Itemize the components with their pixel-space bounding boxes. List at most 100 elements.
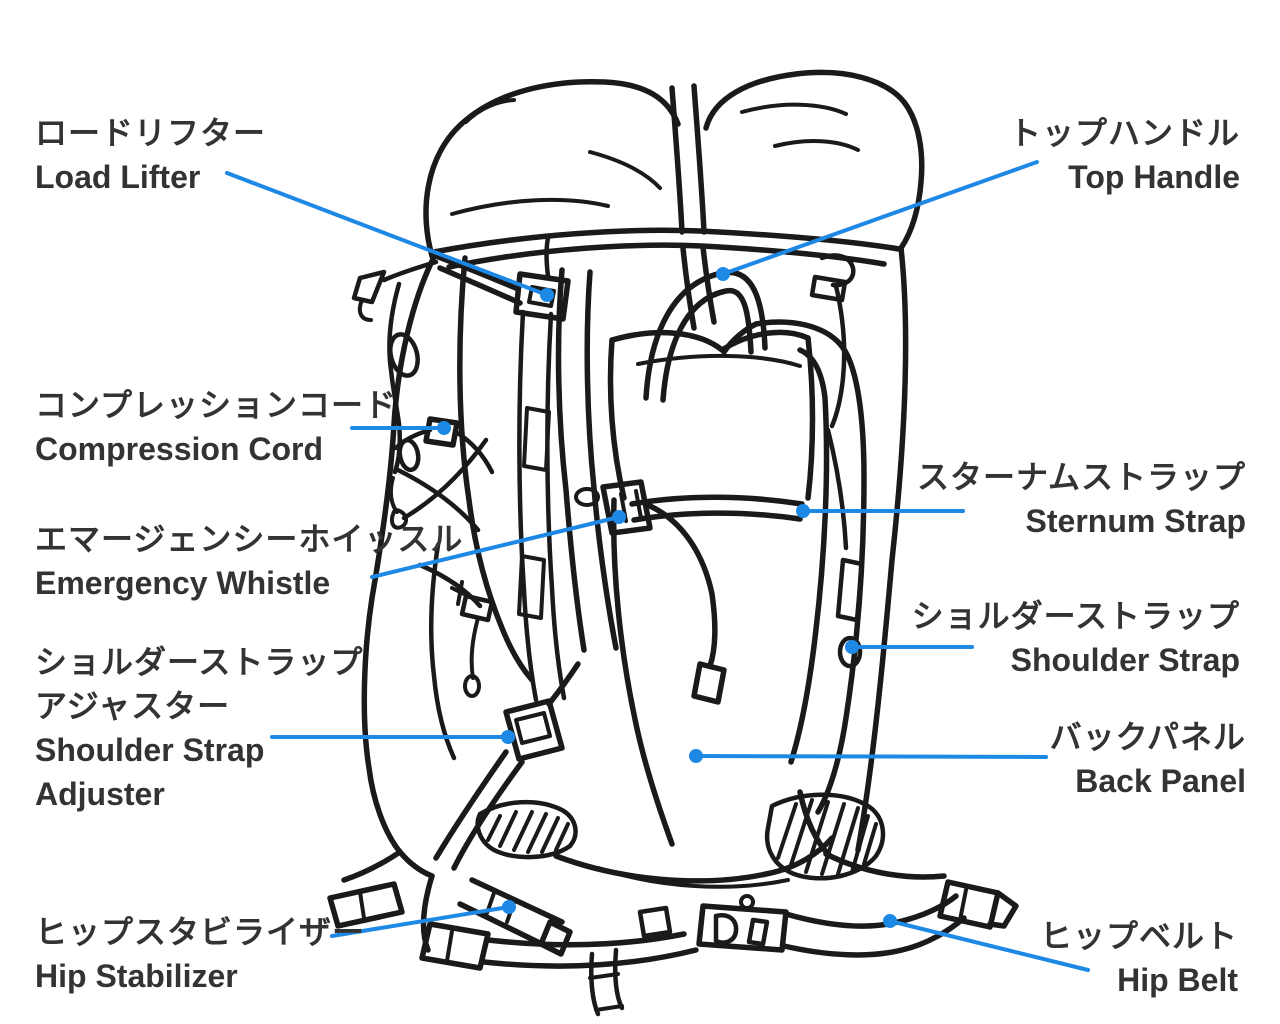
hip-left-cap bbox=[327, 881, 405, 929]
whistle-cord bbox=[647, 503, 718, 669]
leader-top-handle bbox=[721, 160, 1039, 276]
label-compression-cord: コンプレッションコード Compression Cord bbox=[35, 383, 397, 471]
lid-band-bottom bbox=[446, 242, 887, 270]
label-load-lifter-jp: ロードリフター bbox=[35, 115, 267, 151]
bottom-tail-b bbox=[613, 947, 625, 1011]
top-handle-arch-inner bbox=[660, 287, 754, 403]
hip-belt-left-strap-b bbox=[481, 947, 699, 969]
whistle-buckle bbox=[600, 479, 653, 536]
leader-dot-shoulder-strap-adjuster bbox=[501, 730, 515, 744]
label-top-handle-en: Top Handle bbox=[1068, 159, 1240, 195]
leader-back-panel bbox=[694, 754, 1048, 759]
hip-buckle-d bbox=[713, 913, 739, 945]
label-shoulder-strap-adjuster-jp: ショルダーストラップ bbox=[35, 644, 364, 680]
left-webbing-a bbox=[517, 309, 539, 703]
label-sternum-strap-jp: スターナムストラップ bbox=[916, 459, 1246, 495]
label-top-handle: トップハンドル Top Handle bbox=[1009, 111, 1240, 199]
left-webbing-slot1 bbox=[522, 406, 551, 472]
back-panel-left-edge bbox=[610, 497, 675, 847]
load-lifter-strap-b bbox=[437, 265, 523, 306]
label-sternum-strap-en: Sternum Strap bbox=[1025, 503, 1246, 539]
top-lid-left bbox=[423, 78, 681, 262]
right-side-keeper bbox=[837, 635, 863, 669]
right-strap-inner bbox=[788, 347, 830, 765]
right-side-buckle bbox=[809, 274, 848, 303]
cord-zigzag-b bbox=[401, 437, 489, 521]
left-hook-strap bbox=[381, 259, 439, 283]
adjuster-buckle-slot bbox=[514, 711, 552, 745]
left-cord-loop1 bbox=[388, 332, 420, 378]
center-pocket-top bbox=[609, 329, 811, 353]
label-sternum-strap: スターナムストラップ Sternum Strap bbox=[917, 455, 1246, 543]
label-hip-belt-jp: ヒップベルト bbox=[1039, 918, 1238, 954]
leader-hip-stabilizer bbox=[330, 905, 511, 938]
hip-buckle-slot bbox=[746, 917, 770, 947]
right-side-strap bbox=[829, 283, 847, 429]
adjuster-buckle bbox=[503, 698, 565, 762]
handle-strap2 bbox=[691, 83, 707, 235]
handle-strap bbox=[669, 85, 685, 235]
sternum-strap-bottom bbox=[631, 510, 803, 523]
whistle-cord-end bbox=[691, 661, 727, 705]
leader-dot-top-handle bbox=[716, 267, 730, 281]
hip-wing-left-edge bbox=[341, 849, 403, 883]
lower-toggle-tail bbox=[469, 616, 480, 680]
load-lifter-strap-a bbox=[433, 253, 521, 292]
leader-lines bbox=[225, 160, 1090, 972]
cord-zigzag-a bbox=[395, 467, 481, 533]
label-compression-cord-jp: コンプレッションコード bbox=[35, 387, 398, 423]
cordlock bbox=[423, 416, 460, 448]
top-lid-left-crease2 bbox=[450, 197, 610, 216]
lumbar-pad-right-hatching bbox=[776, 798, 878, 876]
adjuster-strap-down-b bbox=[451, 759, 525, 871]
hip-wing-right-edge bbox=[823, 851, 947, 880]
label-shoulder-strap-adjuster-en: Shoulder Strap bbox=[35, 732, 265, 768]
leader-hip-belt bbox=[888, 919, 1090, 972]
label-hip-stabilizer-jp: ヒップスタビライザー bbox=[35, 914, 366, 950]
hip-lower-cap-stitch bbox=[445, 929, 454, 963]
lid-band-top bbox=[431, 227, 902, 255]
label-load-lifter-en: Load Lifter bbox=[35, 159, 201, 195]
leader-load-lifter bbox=[225, 171, 549, 297]
leader-dot-hip-stabilizer bbox=[502, 900, 516, 914]
hip-right-cap bbox=[937, 879, 1001, 930]
left-pocket-seam bbox=[429, 542, 457, 761]
hip-lower-cap bbox=[419, 921, 491, 971]
hip-belt-left-strap-a bbox=[485, 931, 687, 948]
label-shoulder-strap-adjuster: ショルダーストラップ アジャスター Shoulder Strap Adjuste… bbox=[35, 640, 363, 816]
label-shoulder-strap: ショルダーストラップ Shoulder Strap bbox=[912, 594, 1240, 682]
label-top-handle-jp: トップハンドル bbox=[1008, 115, 1240, 151]
left-webbing-b bbox=[545, 311, 567, 701]
top-lid-right-crease2 bbox=[773, 139, 860, 152]
label-back-panel-en: Back Panel bbox=[1075, 763, 1246, 799]
cord-in bbox=[393, 427, 433, 451]
top-lid-right-crease bbox=[740, 102, 848, 116]
right-strap-outer bbox=[753, 319, 867, 815]
label-shoulder-strap-jp: ショルダーストラップ bbox=[911, 598, 1240, 634]
top-lid-left-crease bbox=[464, 98, 516, 124]
right-side-slot bbox=[835, 557, 865, 623]
lower-toggle-loop bbox=[463, 674, 481, 698]
back-panel-bottom-crease bbox=[596, 866, 790, 889]
label-back-panel: バックパネル Back Panel bbox=[1050, 715, 1246, 803]
label-emergency-whistle-en: Emergency Whistle bbox=[35, 565, 331, 601]
hip-belt-right-strap-a bbox=[783, 893, 959, 929]
top-lid-right bbox=[703, 69, 925, 251]
hip-buckle-nub bbox=[739, 894, 755, 910]
left-webbing-slot2 bbox=[517, 554, 546, 620]
adjuster-strap-down-a bbox=[433, 749, 509, 861]
left-strap-inner bbox=[584, 269, 619, 651]
label-back-panel-jp: バックパネル bbox=[1049, 719, 1246, 755]
center-pocket-crease bbox=[636, 353, 802, 368]
leader-dot-back-panel bbox=[689, 749, 703, 763]
center-pocket-left bbox=[607, 337, 627, 501]
hip-stabilizer-strap-a bbox=[469, 877, 565, 925]
bottom-tail-rung bbox=[588, 972, 624, 1012]
label-hip-stabilizer-en: Hip Stabilizer bbox=[35, 958, 238, 994]
label-hip-belt-en: Hip Belt bbox=[1117, 962, 1238, 998]
left-hook-tail bbox=[357, 298, 373, 322]
hip-belt-keeper bbox=[637, 905, 673, 939]
leader-emergency-whistle bbox=[370, 515, 621, 579]
load-lifter-strap-up bbox=[544, 235, 551, 279]
